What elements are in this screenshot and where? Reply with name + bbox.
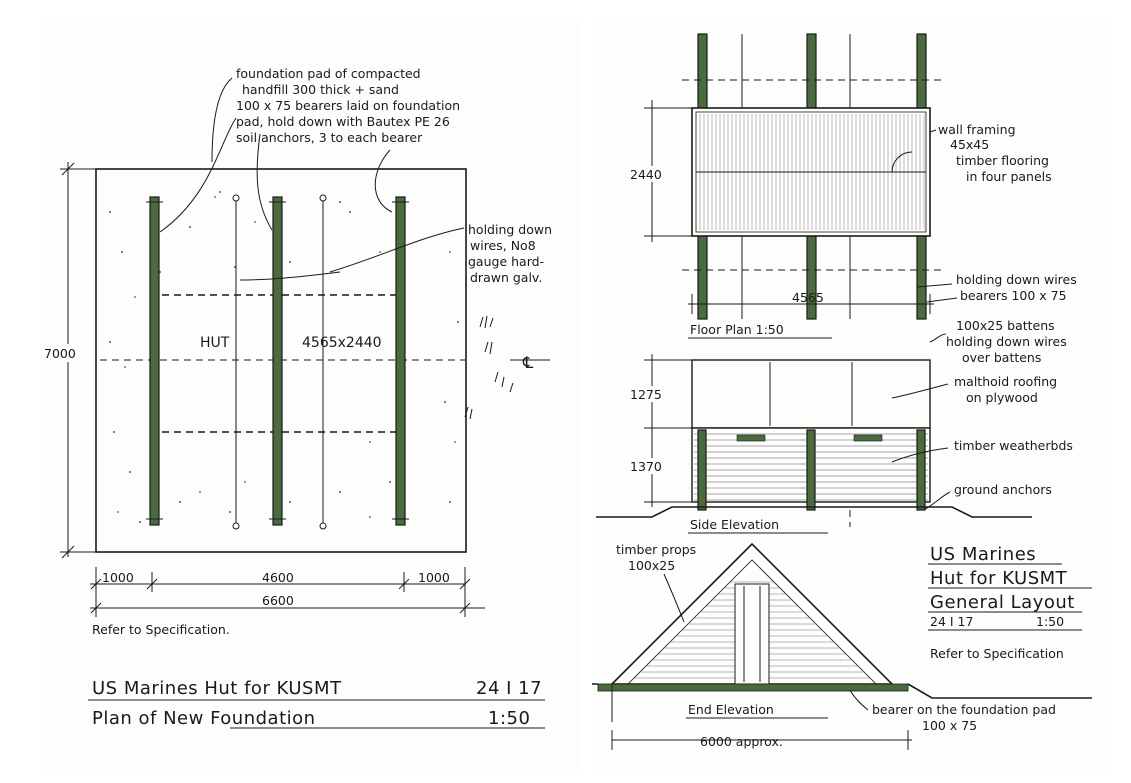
plan-title-scale: 1:50 — [488, 708, 530, 729]
note-bearers-3: soil anchors, 3 to each bearer — [236, 130, 423, 145]
note-bearers-1: 100 x 75 bearers laid on foundation — [236, 98, 460, 113]
wire-anchor — [232, 522, 240, 530]
fp-panel-arc — [891, 151, 913, 173]
ee-note-bearer-2: 100 x 75 — [922, 718, 977, 733]
foundation-pad-outline — [95, 168, 467, 553]
tb-line3: General Layout — [930, 592, 1075, 613]
leader-wires-b — [239, 271, 341, 281]
foundation-plan-drawing: foundation pad of compacted handfill 300… — [44, 66, 552, 729]
note-wires-2: wires, No8 — [470, 238, 536, 253]
note-foundation-pad-1: foundation pad of compacted — [236, 66, 421, 81]
note-wires-1: holding down — [468, 222, 552, 237]
dim-ticks — [90, 567, 471, 617]
se-roof — [691, 359, 931, 429]
se-note-holding-2: over battens — [962, 350, 1041, 365]
wire-anchor — [232, 194, 240, 202]
note-wires-4: drawn galv. — [470, 270, 542, 285]
leader-bearer-left — [159, 117, 237, 233]
ee-note-bearer-1: bearer on the foundation pad — [872, 702, 1056, 717]
grass-marks — [464, 315, 514, 420]
se-dim-1275: 1275 — [630, 387, 662, 402]
se-note-roofing-1: malthoid roofing — [954, 374, 1057, 389]
se-note-holding-1: holding down wires — [946, 334, 1067, 349]
fp-note-wall-2: 45x45 — [950, 137, 989, 152]
se-ground-line — [596, 506, 1032, 518]
wire-anchor — [319, 522, 327, 530]
fp-note-flooring-2: in four panels — [966, 169, 1052, 184]
bearer-ticks — [146, 201, 409, 520]
foundation-plan-sheet: foundation pad of compacted handfill 300… — [40, 22, 580, 772]
note-bearers-2: pad, hold down with Bautex PE 26 — [236, 114, 450, 129]
dim-1000-right: 1000 — [418, 570, 450, 585]
general-layout-sheet: 2440 4565 wall framing 45x45 timber floo… — [592, 22, 1112, 772]
bearer-right — [395, 196, 406, 526]
hut-size-label: 4565x2440 — [302, 335, 382, 351]
fp-note-wall-1: wall framing — [938, 122, 1016, 137]
se-note-anchors: ground anchors — [954, 482, 1052, 497]
centerline-symbol: ℄ — [522, 353, 534, 372]
ee-note-props-1: timber props — [616, 542, 696, 557]
fp-note-flooring-1: timber flooring — [956, 153, 1049, 168]
bearer-left — [149, 196, 160, 526]
se-note-roofing-2: on plywood — [966, 390, 1038, 405]
leader-pad — [211, 77, 233, 163]
se-label: Side Elevation — [690, 517, 779, 532]
fp-note-wires: holding down wires — [956, 272, 1077, 287]
dim-4600: 4600 — [262, 570, 294, 585]
wire-anchor — [319, 194, 327, 202]
tb-scale: 1:50 — [1036, 614, 1064, 629]
fp-note-bearers: bearers 100 x 75 — [960, 288, 1067, 303]
leader-bearer-right — [374, 149, 393, 213]
se-note-weatherboards: timber weatherbds — [954, 438, 1073, 453]
ee-door — [734, 583, 770, 685]
ee-dim-6000: 6000 approx. — [700, 734, 783, 749]
fp-dim-2440: 2440 — [630, 167, 662, 182]
ee-ground — [592, 683, 1092, 699]
note-foundation-pad-2: handfill 300 thick + sand — [242, 82, 399, 97]
se-post-left — [697, 429, 707, 511]
tb-date: 24 I 17 — [930, 614, 973, 629]
se-vent-right — [853, 434, 883, 442]
fp-dim-4565: 4565 — [792, 290, 824, 305]
note-wires-3: gauge hard- — [468, 254, 544, 269]
se-note-battens: 100x25 battens — [956, 318, 1055, 333]
ee-label: End Elevation — [688, 702, 774, 717]
ee-bearer — [597, 683, 909, 692]
sand-texture — [109, 191, 459, 523]
dim-6600: 6600 — [262, 593, 294, 608]
general-layout-drawing: 2440 4565 wall framing 45x45 timber floo… — [592, 33, 1092, 750]
fp-label: Floor Plan 1:50 — [690, 322, 784, 337]
plan-title-date: 24 I 17 — [476, 678, 542, 699]
ee-note-props-2: 100x25 — [628, 558, 675, 573]
hut-label: HUT — [200, 335, 230, 351]
tb-refer: Refer to Specification — [930, 646, 1064, 661]
se-post-right — [916, 429, 926, 511]
plan-title-line2: Plan of New Foundation — [92, 708, 316, 729]
dim-7000: 7000 — [44, 346, 76, 361]
leader-wires-a — [329, 227, 465, 273]
leader-bearer-mid — [256, 133, 273, 231]
se-post-middle — [806, 429, 816, 511]
plan-title-line1: US Marines Hut for KUSMT — [92, 678, 342, 699]
tb-line2: Hut for KUSMT — [930, 568, 1068, 589]
bearer-middle — [272, 196, 283, 526]
se-dim-1370: 1370 — [630, 459, 662, 474]
dim-1000-left: 1000 — [102, 570, 134, 585]
se-vent-left — [736, 434, 766, 442]
refer-spec-left: Refer to Specification. — [92, 622, 230, 637]
tb-line1: US Marines — [930, 544, 1036, 565]
